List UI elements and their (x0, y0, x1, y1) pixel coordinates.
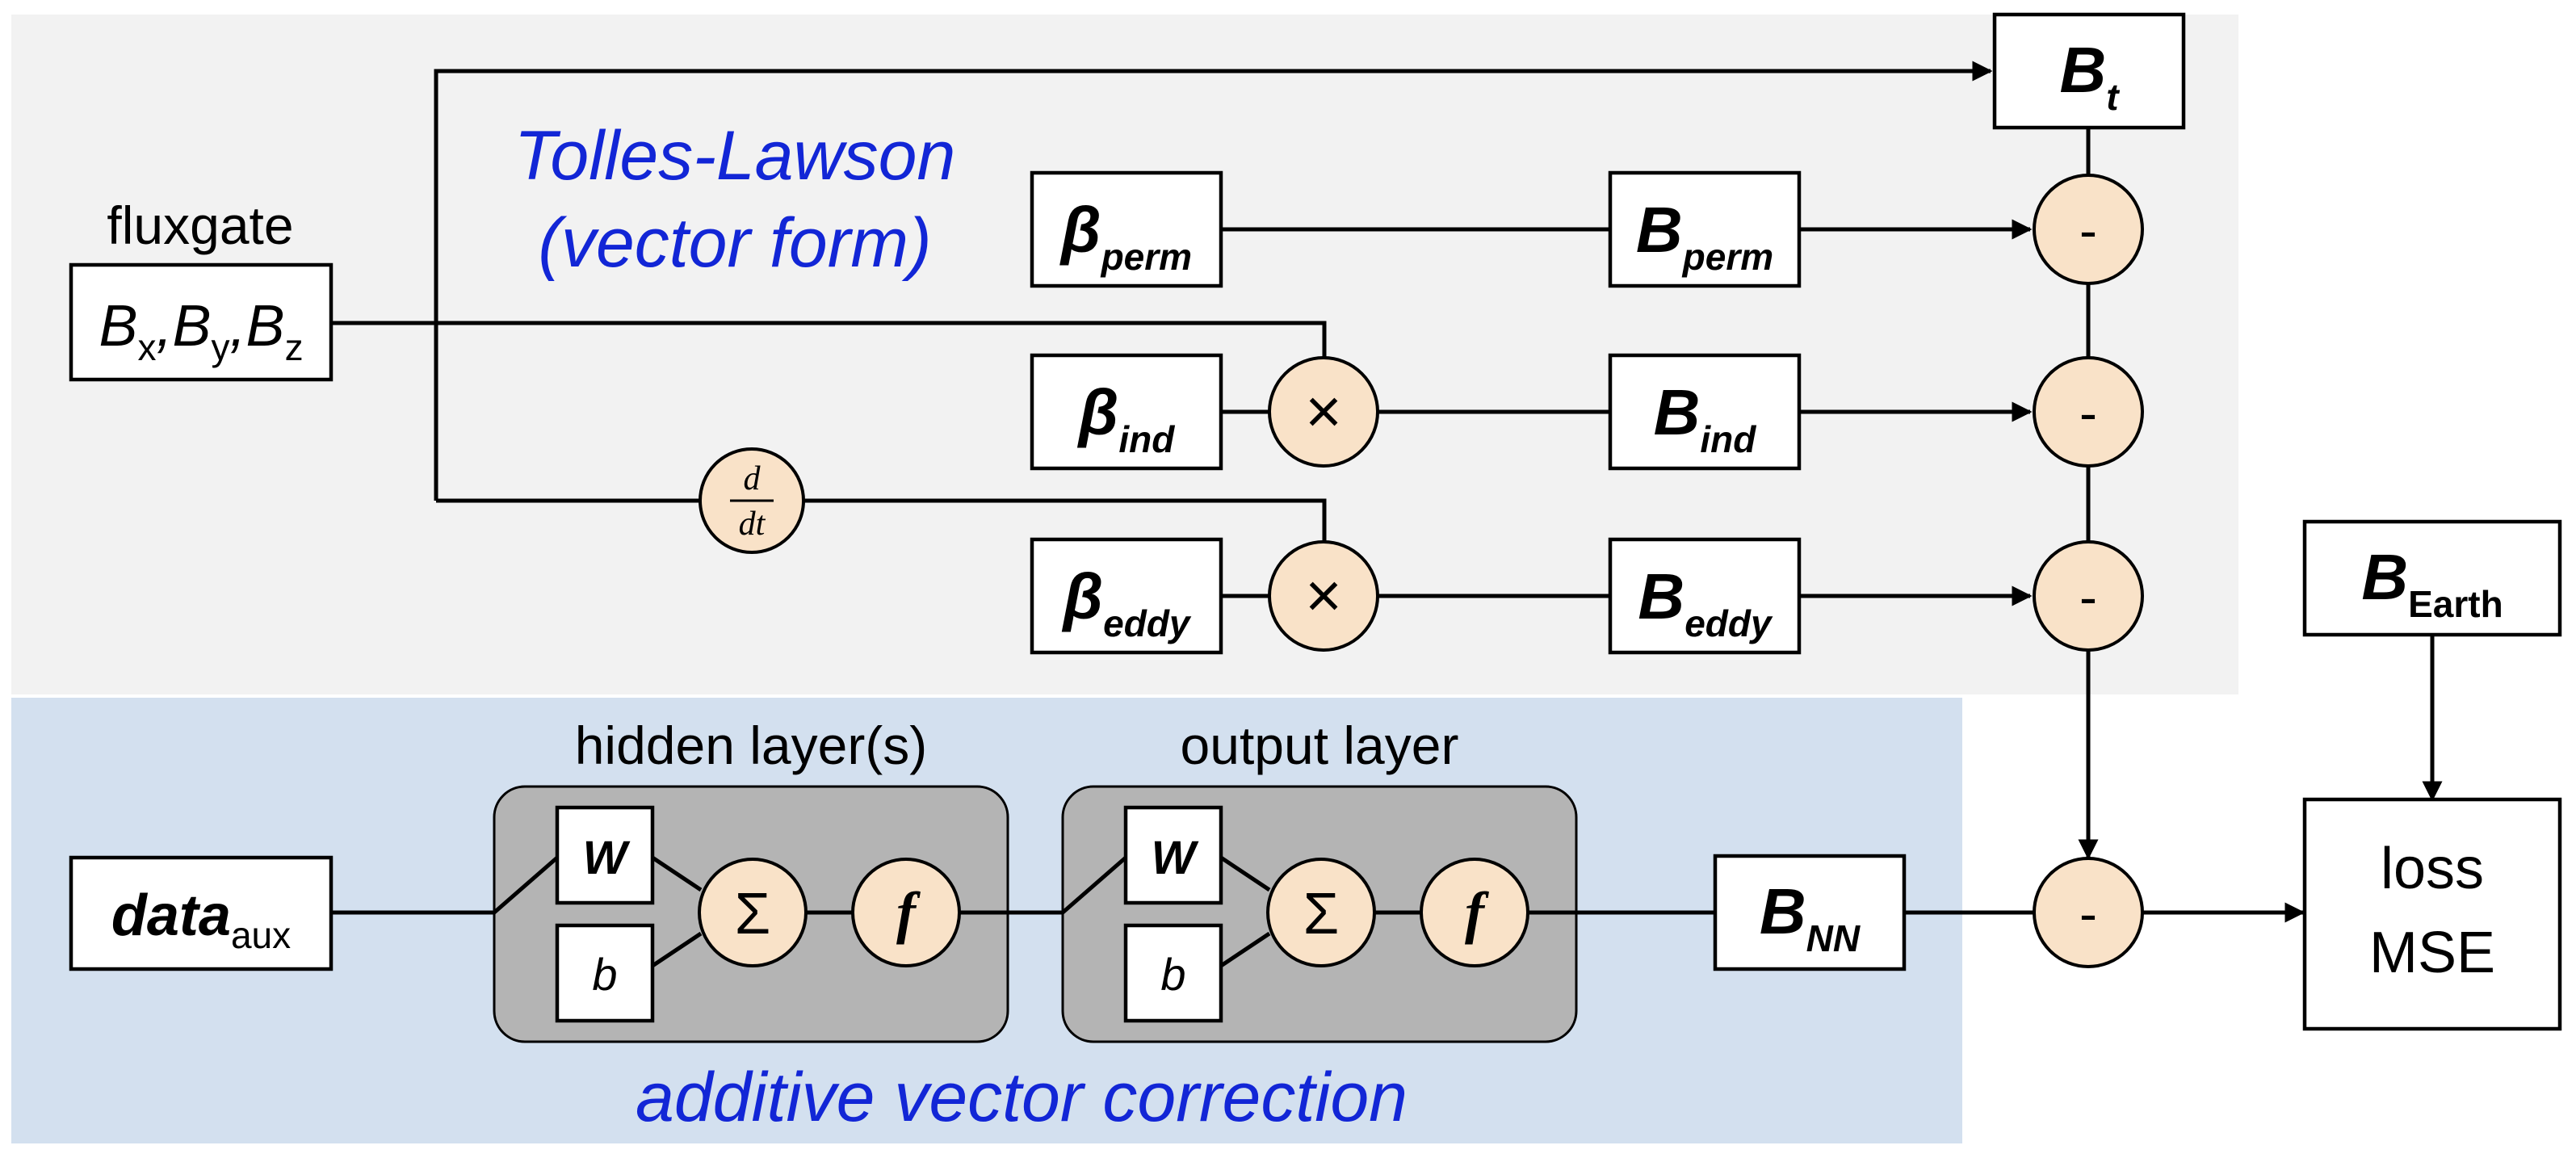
tolles-lawson-subtitle: (vector form) (538, 204, 931, 282)
b-earth-label: BEarth (2361, 541, 2503, 625)
subtract-node-ind: - (2033, 356, 2144, 468)
loss-label: loss (2381, 837, 2484, 901)
beta-ind-box (1030, 353, 1223, 471)
hidden-sum-node: Σ (698, 858, 808, 967)
fluxgate-components: Bx,By,Bz (99, 294, 303, 368)
svg-text:×: × (1305, 560, 1342, 631)
hidden-bias-label: b (592, 949, 617, 1000)
b-perm-label: Bperm (1636, 194, 1773, 278)
multiply-node-eddy: × (1268, 540, 1379, 652)
output-layer-label: output layer (1181, 715, 1459, 775)
data-aux-label: dataaux (111, 883, 291, 956)
fluxgate-caption: fluxgate (107, 195, 293, 255)
loss-box (2302, 797, 2562, 1031)
beta-perm-label: βperm (1059, 194, 1192, 278)
fluxgate-box (69, 262, 334, 382)
svg-text:-: - (2079, 200, 2097, 260)
b-ind-box (1608, 353, 1802, 471)
b-perm-box (1608, 170, 1802, 288)
output-bias-box (1123, 923, 1223, 1023)
output-weight-label: W (1152, 832, 1199, 884)
svg-text:dt: dt (739, 506, 766, 543)
subtract-node-nn: - (2033, 857, 2144, 968)
output-weight-box (1123, 805, 1223, 905)
output-bias-label: b (1160, 949, 1185, 1000)
b-eddy-label: Beddy (1638, 560, 1773, 644)
output-activation-node: f (1420, 858, 1529, 967)
hidden-activation-node: f (851, 858, 961, 967)
multiply-node-ind: × (1268, 356, 1379, 468)
hidden-bias-box (555, 923, 655, 1023)
connections (331, 61, 2443, 968)
subtract-node-perm: - (2033, 174, 2144, 285)
b-eddy-box (1608, 537, 1802, 655)
svg-text:-: - (2079, 883, 2097, 943)
hidden-weight-box (555, 805, 655, 905)
hidden-weight-label: W (583, 832, 631, 884)
correction-title: additive vector correction (636, 1059, 1408, 1136)
b-earth-box (2302, 519, 2562, 637)
tolles-lawson-title: Tolles-Lawson (514, 117, 956, 195)
output-sum-node: Σ (1266, 858, 1376, 967)
svg-text:Σ: Σ (735, 882, 771, 946)
svg-text:Σ: Σ (1303, 882, 1340, 946)
b-total-box (1992, 12, 2186, 130)
svg-text:×: × (1305, 376, 1342, 447)
svg-text:-: - (2079, 383, 2097, 443)
beta-eddy-label: βeddy (1061, 560, 1191, 644)
b-ind-label: Bind (1654, 376, 1757, 460)
mse-label: MSE (2369, 921, 2495, 985)
b-total-label: Bt (2059, 34, 2120, 118)
beta-ind-label: βind (1077, 376, 1176, 460)
subtract-node-eddy: - (2033, 540, 2144, 652)
data-aux-box (69, 855, 334, 971)
svg-text:-: - (2079, 567, 2097, 627)
beta-eddy-box (1030, 537, 1223, 655)
beta-perm-box (1030, 170, 1223, 288)
b-nn-label: BNN (1760, 875, 1861, 959)
svg-text:d: d (744, 460, 761, 497)
b-nn-box (1713, 854, 1907, 971)
hidden-layer-label: hidden layer(s) (575, 715, 928, 775)
derivative-node: d dt (699, 447, 805, 554)
